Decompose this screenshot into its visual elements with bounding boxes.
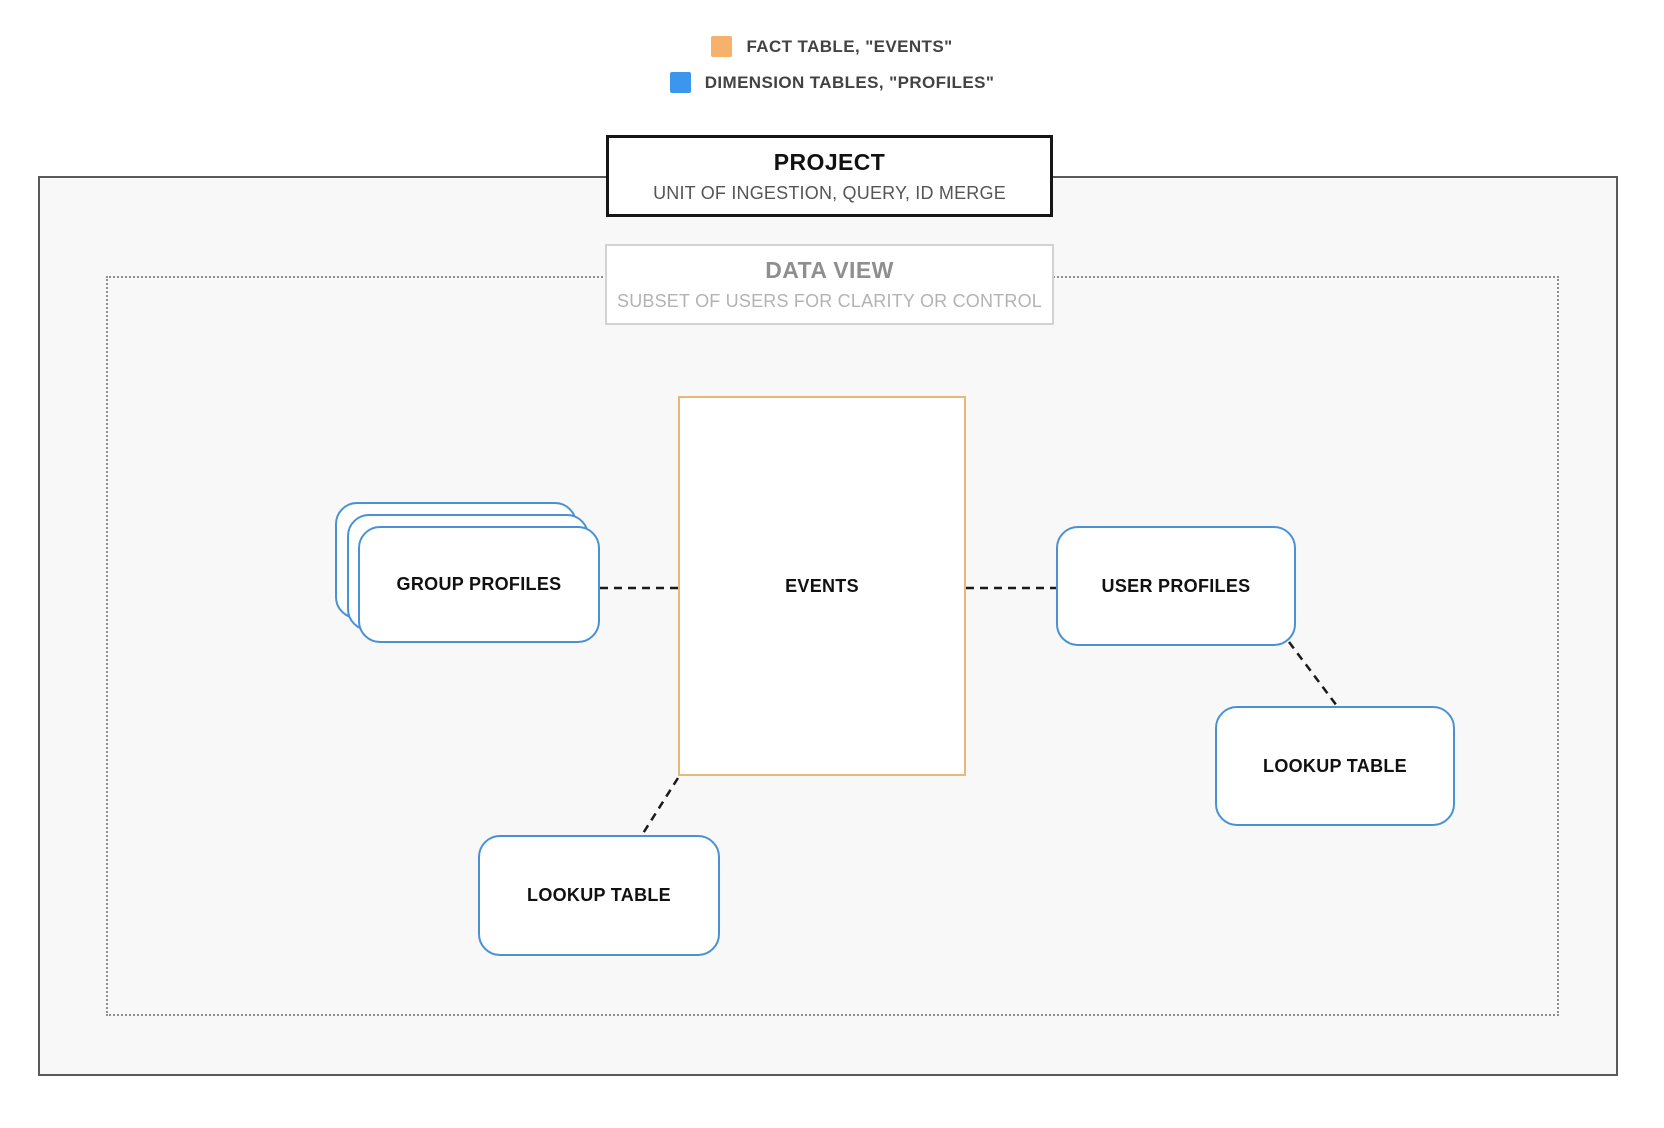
legend-item-dimension-tables: DIMENSION TABLES, "PROFILES" — [669, 72, 995, 93]
project-subtitle: UNIT OF INGESTION, QUERY, ID MERGE — [653, 182, 1006, 203]
legend-item-fact-table: FACT TABLE, "EVENTS" — [711, 36, 952, 57]
project-header: PROJECT UNIT OF INGESTION, QUERY, ID MER… — [606, 135, 1053, 217]
fact-table-color-swatch-icon — [711, 36, 733, 57]
data-view-title: DATA VIEW — [765, 257, 894, 283]
dimension-tables-color-swatch-icon — [669, 72, 691, 93]
node-lookup-table-right-label: LOOKUP TABLE — [1263, 755, 1407, 776]
node-user-profiles: USER PROFILES — [1056, 526, 1296, 646]
project-title: PROJECT — [773, 148, 886, 175]
node-lookup-table-bottom-label: LOOKUP TABLE — [527, 885, 671, 905]
node-group-profiles-label: GROUP PROFILES — [396, 574, 562, 594]
legend-item-label: FACT TABLE, "EVENTS" — [746, 36, 953, 56]
node-events-label: EVENTS — [785, 575, 859, 596]
node-lookup-table-bottom: LOOKUP TABLE — [478, 835, 720, 956]
data-view-header: DATA VIEW SUBSET OF USERS FOR CLARITY OR… — [605, 244, 1054, 325]
node-events: EVENTS — [678, 396, 966, 776]
legend-item-label: DIMENSION TABLES, "PROFILES" — [704, 72, 995, 92]
data-view-subtitle: SUBSET OF USERS FOR CLARITY OR CONTROL — [616, 291, 1042, 311]
node-group-profiles: GROUP PROFILES — [358, 526, 600, 643]
node-user-profiles-label: USER PROFILES — [1101, 575, 1251, 596]
node-lookup-table-right: LOOKUP TABLE — [1215, 706, 1455, 826]
legend: FACT TABLE, "EVENTS" DIMENSION TABLES, "… — [0, 36, 1664, 93]
